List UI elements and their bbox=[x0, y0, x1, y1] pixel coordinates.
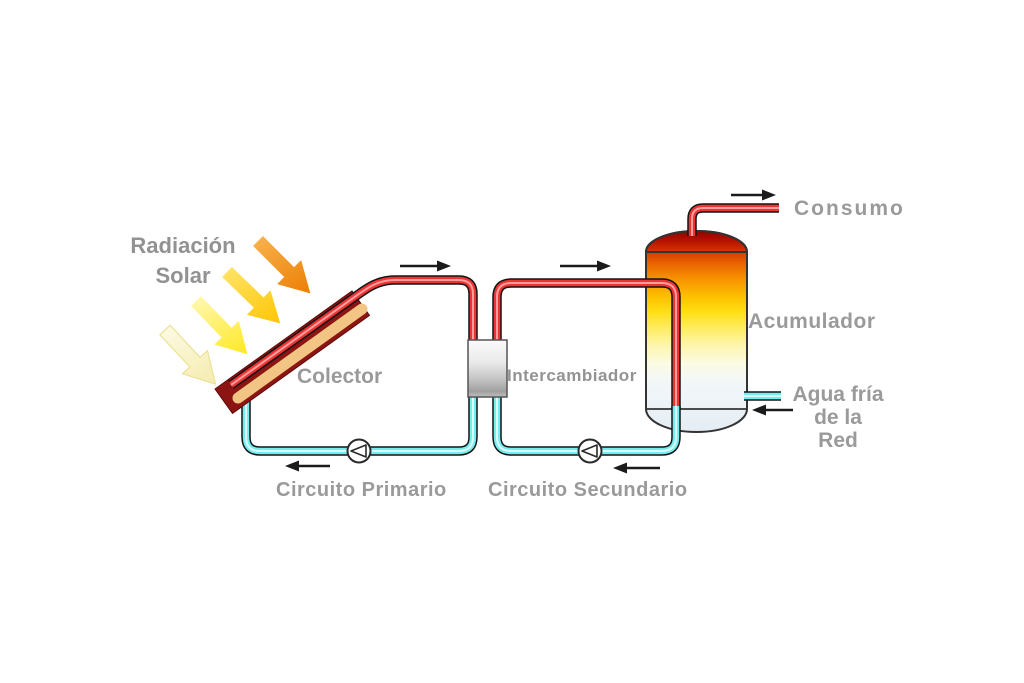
cold-water-inlet-label-line3: Red bbox=[818, 429, 858, 452]
heat-exchanger-label: Intercambiador bbox=[507, 366, 637, 385]
solar-radiation-label: Radiación Solar bbox=[103, 231, 263, 291]
consumption-label: Consumo bbox=[794, 197, 905, 220]
storage-tank-top-dome bbox=[644, 230, 749, 253]
solar-radiation-label-line2: Solar bbox=[155, 263, 211, 288]
consumo-flow-arrow-icon bbox=[731, 189, 776, 201]
storage-tank-body bbox=[645, 230, 748, 433]
storage-tank-label: Acumulador bbox=[748, 310, 876, 333]
primary-return-flow-arrow-icon bbox=[285, 460, 330, 472]
storage-tank bbox=[644, 230, 749, 433]
primary-flow-arrow-icon bbox=[400, 260, 451, 272]
secondary-pump-icon bbox=[577, 438, 603, 464]
collector-label: Colector bbox=[297, 365, 383, 388]
cold-water-inlet-label-line1: Agua fría bbox=[792, 383, 884, 406]
secondary-circuit-label: Circuito Secundario bbox=[488, 479, 688, 501]
primary-circuit-label: Circuito Primario bbox=[276, 479, 447, 501]
cold-water-inlet-label: Agua fría de la Red bbox=[786, 383, 890, 452]
secondary-return-flow-arrow-icon bbox=[613, 462, 660, 474]
cold-inlet-flow-arrow-icon bbox=[752, 404, 793, 416]
secondary-flow-arrow-icon bbox=[560, 260, 611, 272]
cold-water-inlet-label-line2: de la bbox=[814, 406, 862, 429]
solar-radiation-label-line1: Radiación bbox=[130, 233, 236, 258]
primary-pump-icon bbox=[346, 438, 372, 464]
collector-absorber-stripe bbox=[232, 303, 368, 404]
solar-collector bbox=[214, 290, 371, 415]
heat-exchanger-box bbox=[467, 339, 508, 398]
